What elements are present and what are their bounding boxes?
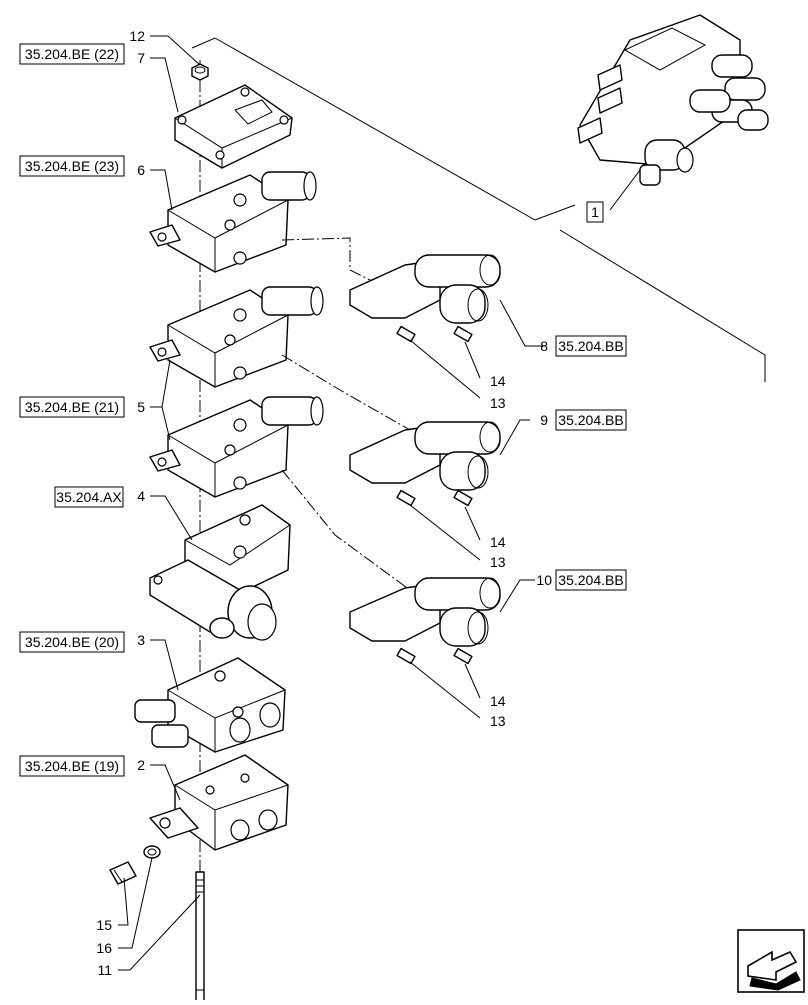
assembly-leader-top bbox=[191, 37, 576, 221]
part-11-stud bbox=[195, 871, 205, 1005]
leader-5-down bbox=[150, 406, 171, 441]
assembly-thumbnail bbox=[577, 14, 769, 211]
part-15-plug bbox=[109, 861, 137, 885]
part-10-coupler-block bbox=[349, 577, 501, 665]
callout-14c: 14 bbox=[490, 693, 506, 709]
callout-14b: 14 bbox=[490, 534, 506, 550]
svg-text:35.204.BB: 35.204.BB bbox=[558, 412, 623, 428]
svg-text:35.204.BE (20): 35.204.BE (20) bbox=[25, 634, 119, 650]
reference-box-6[interactable]: 35.204.BE (23) bbox=[19, 155, 125, 177]
part-8-coupler-block bbox=[349, 254, 501, 343]
leader-4 bbox=[150, 495, 193, 541]
callout-14a: 14 bbox=[490, 373, 506, 389]
leader-6 bbox=[150, 169, 173, 211]
connection-line-5b bbox=[281, 469, 411, 591]
callout-13b: 13 bbox=[490, 554, 506, 570]
part-5-valve-section-upper bbox=[149, 286, 324, 388]
reference-box-2[interactable]: 35.204.BE (19) bbox=[19, 755, 125, 777]
leader-5-up bbox=[150, 359, 171, 408]
callout-5: 5 bbox=[137, 399, 145, 415]
callout-11: 11 bbox=[97, 962, 112, 978]
svg-text:35.204.BE (19): 35.204.BE (19) bbox=[25, 758, 119, 774]
reference-box-4[interactable]: 35.204.AX bbox=[54, 486, 124, 508]
reference-box-5[interactable]: 35.204.BE (21) bbox=[19, 396, 125, 418]
leader-14c bbox=[464, 663, 481, 699]
svg-text:35.204.BB: 35.204.BB bbox=[558, 572, 623, 588]
connection-line-5a bbox=[281, 354, 411, 431]
leader-10 bbox=[499, 579, 535, 613]
callout-10: 10 bbox=[536, 572, 552, 588]
leader-3 bbox=[150, 639, 179, 691]
callout-2: 2 bbox=[137, 757, 145, 773]
leader-12 bbox=[150, 35, 201, 66]
part-4-valve-body bbox=[149, 504, 291, 641]
svg-text:1: 1 bbox=[591, 204, 599, 220]
part-6-valve-section bbox=[149, 171, 317, 273]
leader-2 bbox=[150, 764, 181, 801]
callout-8: 8 bbox=[540, 338, 548, 354]
leader-11 bbox=[118, 894, 201, 971]
callout-16: 16 bbox=[96, 940, 112, 956]
svg-text:35.204.BE (21): 35.204.BE (21) bbox=[25, 399, 119, 415]
callout-13c: 13 bbox=[490, 713, 506, 729]
part-7-cover-plate bbox=[174, 84, 293, 169]
svg-text:35.204.BE (23): 35.204.BE (23) bbox=[25, 158, 119, 174]
callout-12: 12 bbox=[129, 28, 145, 44]
part-9-coupler-block bbox=[349, 421, 501, 507]
leader-13b bbox=[409, 504, 481, 561]
leader-14b bbox=[464, 506, 481, 541]
connection-line-6 bbox=[281, 237, 411, 301]
part-16-seal-ring bbox=[143, 845, 161, 859]
callout-3: 3 bbox=[137, 632, 145, 648]
leader-13c bbox=[409, 661, 481, 719]
reference-box-8[interactable]: 35.204.BB bbox=[555, 335, 627, 357]
reference-box-10[interactable]: 35.204.BB bbox=[555, 569, 627, 591]
svg-text:35.204.BB: 35.204.BB bbox=[558, 338, 623, 354]
leader-15 bbox=[118, 877, 129, 926]
svg-text:35.204.BE (22): 35.204.BE (22) bbox=[25, 46, 119, 62]
reference-box-7[interactable]: 35.204.BE (22) bbox=[19, 43, 125, 65]
part-12-nut bbox=[191, 63, 209, 81]
assembly-leader-bottom bbox=[559, 229, 766, 382]
reference-box-9[interactable]: 35.204.BB bbox=[555, 409, 627, 431]
next-page-arrow-icon[interactable] bbox=[737, 929, 805, 993]
callout-6: 6 bbox=[137, 162, 145, 178]
reference-box-3[interactable]: 35.204.BE (20) bbox=[19, 631, 125, 653]
svg-text:35.204.AX: 35.204.AX bbox=[56, 489, 122, 505]
leader-14a bbox=[464, 341, 481, 379]
leader-16 bbox=[118, 857, 153, 949]
callout-9: 9 bbox=[540, 412, 548, 428]
reference-box-assembly[interactable]: 1 bbox=[586, 201, 604, 223]
callout-13a: 13 bbox=[490, 395, 506, 411]
leader-9 bbox=[499, 419, 530, 456]
leader-7 bbox=[150, 57, 179, 113]
callout-7: 7 bbox=[137, 50, 145, 66]
part-5-valve-section-lower bbox=[149, 396, 324, 498]
leader-13a bbox=[409, 339, 481, 399]
part-2-inlet-section bbox=[149, 754, 289, 851]
leader-8 bbox=[499, 299, 545, 347]
callout-4: 4 bbox=[137, 488, 145, 504]
part-3-valve-section bbox=[134, 657, 286, 753]
callout-15: 15 bbox=[96, 917, 112, 933]
